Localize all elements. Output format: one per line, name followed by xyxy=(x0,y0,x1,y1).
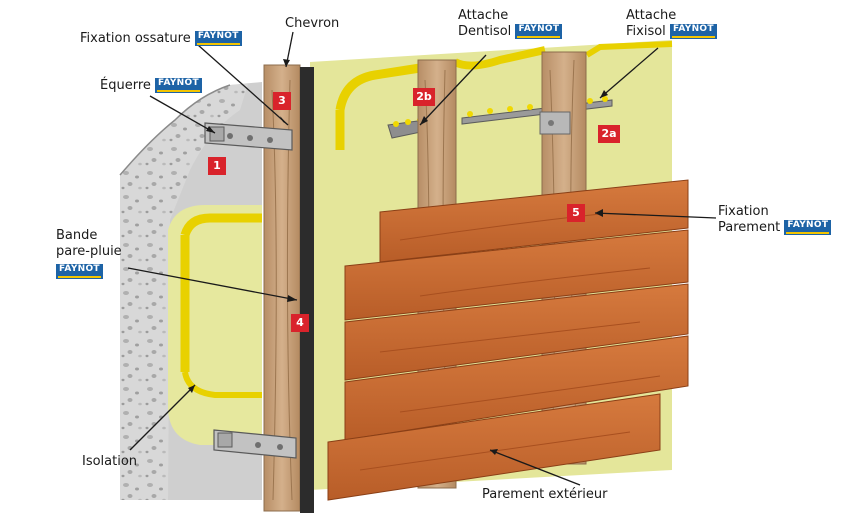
label-equerre: Équerre FAYNOT xyxy=(100,78,202,94)
label-chevron-text: Chevron xyxy=(285,16,340,31)
label-attache-fixisol-line2: Fixisol xyxy=(626,24,666,39)
bande-pare-pluie-strip xyxy=(300,67,314,513)
equerre-bracket-bottom xyxy=(213,429,297,459)
label-fixation-ossature: Fixation ossature FAYNOT xyxy=(80,31,242,47)
label-parement-exterieur: Parement extérieur xyxy=(482,487,608,503)
label-bande-line2: pare-pluie xyxy=(56,244,122,259)
label-attache-dentisol: Attache Dentisol FAYNOT xyxy=(458,8,563,40)
faynot-logo: FAYNOT xyxy=(784,220,832,235)
faynot-logo: FAYNOT xyxy=(56,264,103,279)
label-attache-dentisol-line2: Dentisol xyxy=(458,24,512,39)
badge-1: 1 xyxy=(208,157,226,175)
label-fixation-parement-line1: Fixation xyxy=(718,204,769,219)
label-equerre-text: Équerre xyxy=(100,78,151,93)
label-fixation-parement: Fixation Parement FAYNOT xyxy=(718,204,832,236)
badge-4: 4 xyxy=(291,314,309,332)
label-bande-line1: Bande xyxy=(56,228,98,243)
faynot-logo: FAYNOT xyxy=(515,24,563,39)
label-isolation: Isolation xyxy=(82,454,137,470)
label-chevron: Chevron xyxy=(285,16,339,32)
cladding-boards xyxy=(327,179,689,501)
label-bande-pare-pluie: Bande pare-pluie FAYNOT xyxy=(56,228,122,280)
badge-3: 3 xyxy=(273,92,291,110)
label-parement-exterieur-text: Parement extérieur xyxy=(482,487,608,502)
faynot-logo: FAYNOT xyxy=(194,31,242,46)
faynot-logo: FAYNOT xyxy=(155,78,202,93)
label-fixation-parement-line2: Parement xyxy=(718,220,781,235)
equerre-bracket-top xyxy=(204,122,293,151)
badge-2b: 2b xyxy=(413,88,435,106)
label-attache-dentisol-line1: Attache xyxy=(458,8,509,23)
badge-5: 5 xyxy=(567,204,585,222)
badge-2a: 2a xyxy=(598,125,620,143)
leader-lines xyxy=(127,31,717,486)
arrow-heads xyxy=(188,59,608,455)
label-fixation-ossature-text: Fixation ossature xyxy=(80,31,191,46)
label-attache-fixisol: Attache Fixisol FAYNOT xyxy=(626,8,717,40)
label-attache-fixisol-line1: Attache xyxy=(626,8,677,23)
faynot-logo: FAYNOT xyxy=(669,24,717,39)
label-isolation-text: Isolation xyxy=(82,454,138,469)
